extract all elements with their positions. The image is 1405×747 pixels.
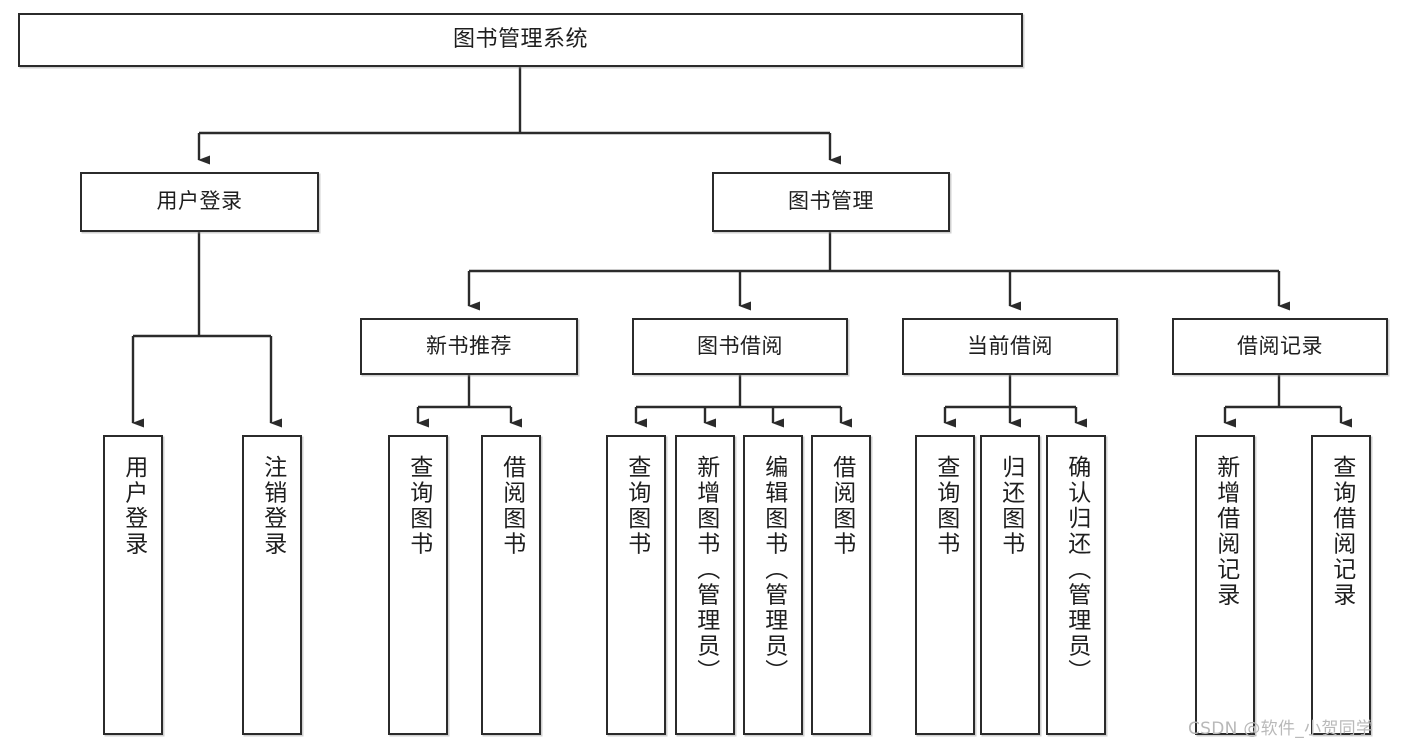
node-label: 借阅图书 xyxy=(498,455,525,557)
node-label: 借阅记录 xyxy=(1237,333,1323,358)
leaf-borrow-record-add-record[interactable]: 新增借阅记录 xyxy=(1195,435,1255,735)
leaf-book-borrow-query-book[interactable]: 查询图书 xyxy=(606,435,666,735)
leaf-user-login-login[interactable]: 用户登录 xyxy=(103,435,163,735)
leaf-new-book-borrow-book[interactable]: 借阅图书 xyxy=(481,435,541,735)
leaf-borrow-record-query-record[interactable]: 查询借阅记录 xyxy=(1311,435,1371,735)
node-label: 查询借阅记录 xyxy=(1328,455,1355,608)
node-label: 确认归还（管理员） xyxy=(1063,455,1090,685)
leaf-current-borrow-confirm-return-admin[interactable]: 确认归还（管理员） xyxy=(1046,435,1106,735)
leaf-book-borrow-borrow-book[interactable]: 借阅图书 xyxy=(811,435,871,735)
node-label: 查询图书 xyxy=(932,455,959,557)
node-borrow-record[interactable]: 借阅记录 xyxy=(1172,318,1388,375)
node-label: 注销登录 xyxy=(259,455,286,557)
node-root-book-management-system[interactable]: 图书管理系统 xyxy=(18,13,1023,67)
node-user-login[interactable]: 用户登录 xyxy=(80,172,319,232)
leaf-book-borrow-add-book-admin[interactable]: 新增图书（管理员） xyxy=(675,435,735,735)
node-book-borrow[interactable]: 图书借阅 xyxy=(632,318,848,375)
node-label: 图书管理 xyxy=(788,189,874,214)
node-label: 用户登录 xyxy=(156,189,243,214)
node-label: 图书借阅 xyxy=(697,333,783,358)
node-label: 查询图书 xyxy=(623,455,650,557)
node-new-book-recommend[interactable]: 新书推荐 xyxy=(360,318,578,375)
node-label: 编辑图书（管理员） xyxy=(760,455,787,685)
node-current-borrow[interactable]: 当前借阅 xyxy=(902,318,1118,375)
node-label: 新书推荐 xyxy=(426,333,512,358)
node-label: 查询图书 xyxy=(405,455,432,557)
node-label: 图书管理系统 xyxy=(452,26,588,52)
leaf-new-book-query-book[interactable]: 查询图书 xyxy=(388,435,448,735)
node-label: 新增图书（管理员） xyxy=(692,455,719,685)
leaf-current-borrow-return-book[interactable]: 归还图书 xyxy=(980,435,1040,735)
node-label: 用户登录 xyxy=(120,455,147,557)
csdn-watermark: CSDN @软件_小贺同学 xyxy=(1188,719,1374,739)
node-label: 当前借阅 xyxy=(967,333,1053,358)
node-label: 归还图书 xyxy=(997,455,1024,557)
node-label: 新增借阅记录 xyxy=(1212,455,1239,608)
leaf-user-login-logout[interactable]: 注销登录 xyxy=(242,435,302,735)
node-label: 借阅图书 xyxy=(828,455,855,557)
leaf-current-borrow-query-book[interactable]: 查询图书 xyxy=(915,435,975,735)
node-book-management[interactable]: 图书管理 xyxy=(712,172,950,232)
leaf-book-borrow-edit-book-admin[interactable]: 编辑图书（管理员） xyxy=(743,435,803,735)
